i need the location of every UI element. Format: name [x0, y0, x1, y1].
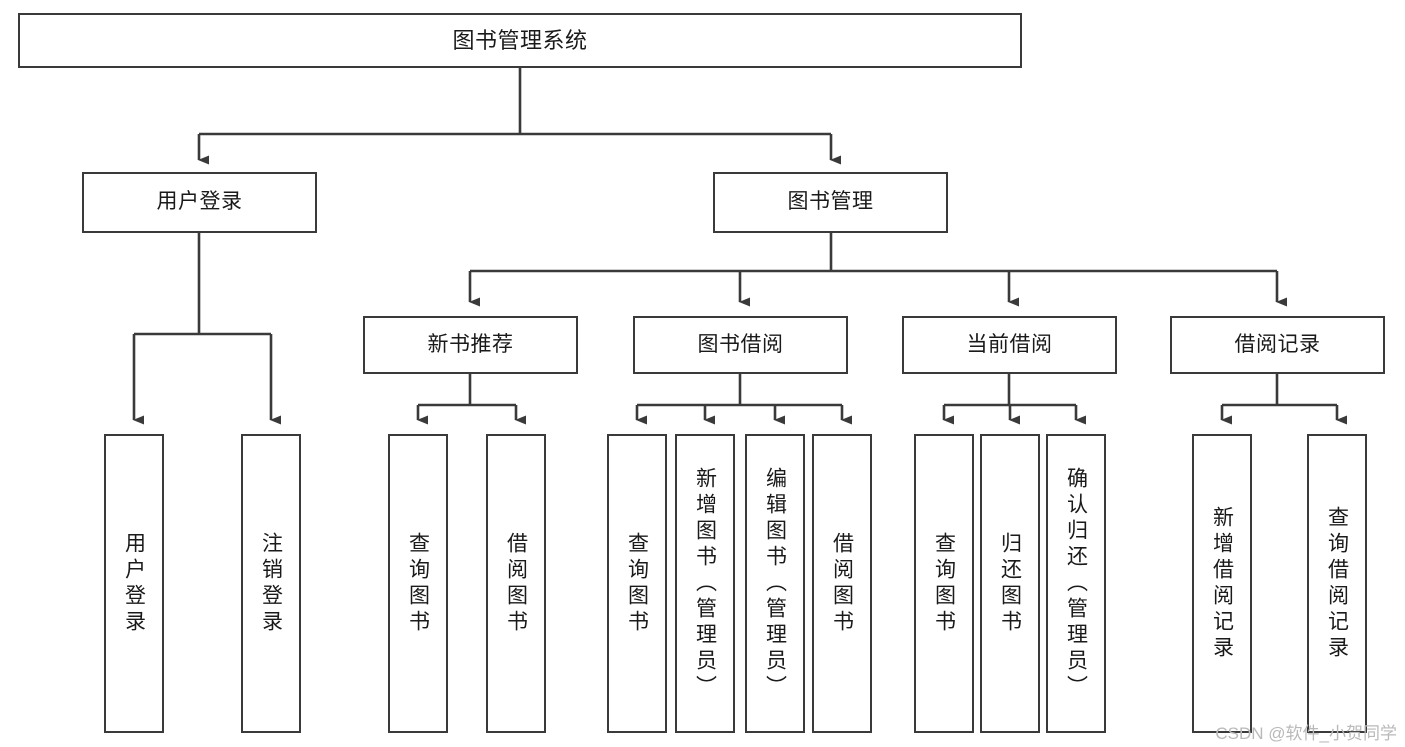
- node-label: 新增图书（管理员）: [693, 466, 717, 701]
- leaf-user-login-signout[interactable]: 注销登录: [241, 434, 301, 733]
- node-root-library-system[interactable]: 图书管理系统: [18, 13, 1022, 68]
- node-book-borrow[interactable]: 图书借阅: [633, 316, 848, 374]
- leaf-current-query-book[interactable]: 查询图书: [914, 434, 974, 733]
- leaf-borrow-edit-book-admin[interactable]: 编辑图书（管理员）: [745, 434, 805, 733]
- node-user-login[interactable]: 用户登录: [82, 172, 317, 233]
- node-label: 新书推荐: [427, 332, 514, 356]
- node-label: 归还图书: [998, 531, 1022, 636]
- leaf-user-login-signin[interactable]: 用户登录: [104, 434, 164, 733]
- leaf-record-query-record[interactable]: 查询借阅记录: [1307, 434, 1367, 733]
- node-label: 注销登录: [259, 531, 283, 636]
- leaf-current-confirm-return-admin[interactable]: 确认归还（管理员）: [1046, 434, 1106, 733]
- node-label: 当前借阅: [966, 332, 1053, 356]
- node-book-management[interactable]: 图书管理: [713, 172, 948, 233]
- node-new-book-recommend[interactable]: 新书推荐: [363, 316, 578, 374]
- leaf-borrow-borrow-book[interactable]: 借阅图书: [812, 434, 872, 733]
- node-label: 图书管理系统: [452, 27, 588, 53]
- node-label: 查询图书: [406, 531, 430, 636]
- node-label: 用户登录: [122, 531, 146, 636]
- node-current-borrow[interactable]: 当前借阅: [902, 316, 1117, 374]
- node-label: 新增借阅记录: [1210, 505, 1234, 662]
- leaf-borrow-query-book[interactable]: 查询图书: [607, 434, 667, 733]
- leaf-recommend-query-book[interactable]: 查询图书: [388, 434, 448, 733]
- node-label: 查询借阅记录: [1325, 505, 1349, 662]
- watermark: CSDN @软件_小贺同学: [1215, 724, 1397, 743]
- leaf-recommend-borrow-book[interactable]: 借阅图书: [486, 434, 546, 733]
- node-label: 图书管理: [787, 190, 874, 214]
- node-label: 编辑图书（管理员）: [763, 466, 787, 701]
- node-label: 借阅图书: [504, 531, 528, 636]
- node-label: 借阅图书: [830, 531, 854, 636]
- leaf-borrow-add-book-admin[interactable]: 新增图书（管理员）: [675, 434, 735, 733]
- node-label: 查询图书: [625, 531, 649, 636]
- node-label: 借阅记录: [1234, 332, 1321, 356]
- node-label: 查询图书: [932, 531, 956, 636]
- leaf-record-add-record[interactable]: 新增借阅记录: [1192, 434, 1252, 733]
- node-label: 图书借阅: [697, 332, 784, 356]
- leaf-current-return-book[interactable]: 归还图书: [980, 434, 1040, 733]
- node-borrow-record[interactable]: 借阅记录: [1170, 316, 1385, 374]
- node-label: 确认归还（管理员）: [1064, 466, 1088, 701]
- node-label: 用户登录: [156, 190, 243, 214]
